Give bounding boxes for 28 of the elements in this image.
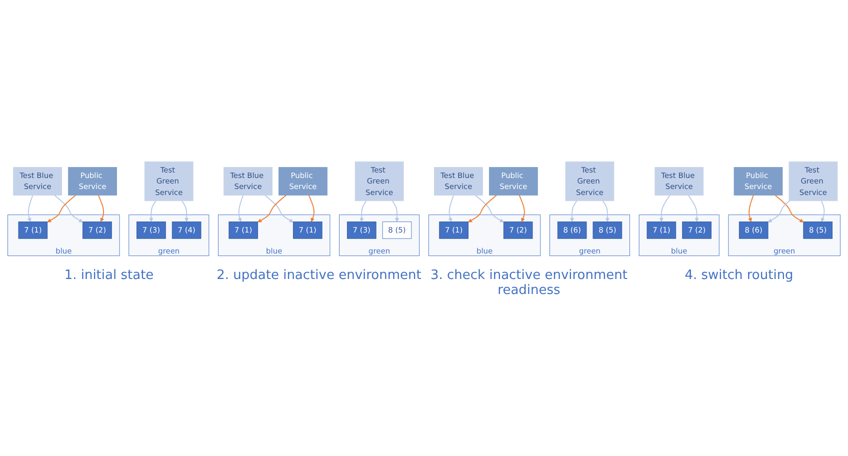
panel-caption: 4. switch routing: [684, 268, 794, 285]
arrow: [149, 200, 156, 222]
panel-caption: 1. initial state: [63, 268, 155, 285]
arrow: [27, 195, 34, 222]
arrow: [518, 195, 525, 222]
arrow: [474, 195, 504, 223]
arrow: [181, 200, 189, 222]
arrow: [98, 195, 104, 222]
arrow: [47, 195, 76, 223]
arrow: [768, 200, 790, 223]
arrow: [360, 200, 367, 222]
arrow: [54, 195, 83, 223]
arrow: [448, 195, 454, 222]
arrow: [308, 195, 315, 222]
arrow: [748, 195, 754, 222]
arrow: [258, 195, 287, 223]
arrow: [570, 200, 578, 222]
arrow: [659, 195, 670, 222]
arrow: [468, 195, 497, 223]
arrow: [238, 195, 244, 222]
arrow: [820, 200, 825, 222]
arrow: [264, 195, 294, 223]
panel-caption: 2. update inactive environment: [216, 268, 422, 285]
arrow: [602, 200, 610, 222]
arrow: [774, 195, 804, 223]
arrow: [392, 200, 400, 222]
panel-caption: 3. check inactive environment readiness: [429, 268, 629, 298]
arrow: [688, 195, 699, 222]
